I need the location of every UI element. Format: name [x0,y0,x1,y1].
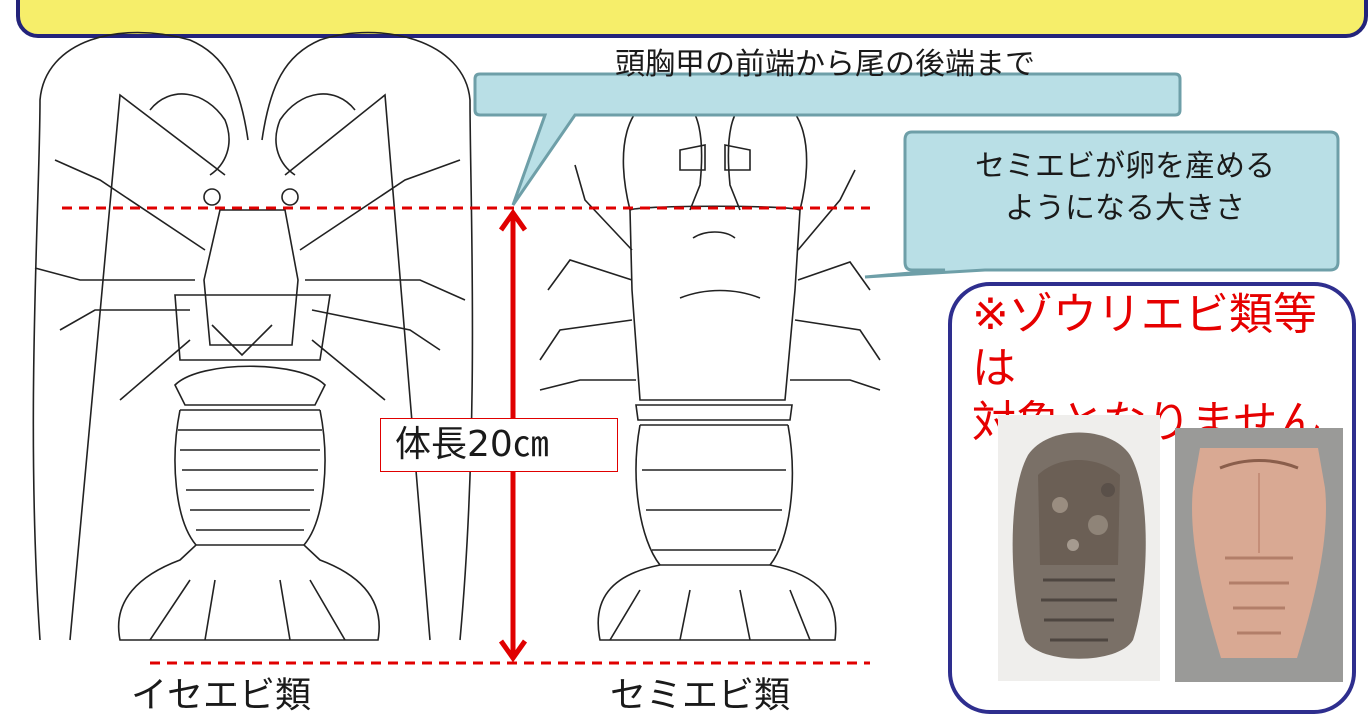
callout-bubble [864,130,1340,279]
callout-maturity-size-text: セミエビが卵を産める ようになる大きさ [915,146,1335,230]
slipper-lobster-illustration [539,94,881,641]
callout-bubble [473,72,1182,206]
photo-mottled-slipper-lobster [998,415,1160,681]
slipper-lobster-label: セミエビ類 [610,675,791,716]
callout-measure-span [473,72,1182,206]
body-length-label: 体長20㎝ [380,418,618,472]
photo-pale-slipper-lobster [1175,428,1343,682]
callout-maturity-line1: セミエビが卵を産める [975,149,1275,184]
callout-maturity-line2: ようになる大きさ [1005,191,1245,226]
spiny-lobster-label: イセエビ類 [131,675,312,716]
callout-measure-span-text: 頭胸甲の前端から尾の後端まで [615,47,1035,82]
spiny-lobster-illustration [32,31,474,641]
callout-maturity-size [864,130,1340,279]
exclusion-note-line1: ※ゾウリエビ類等は [972,289,1317,394]
header-banner [16,0,1368,38]
